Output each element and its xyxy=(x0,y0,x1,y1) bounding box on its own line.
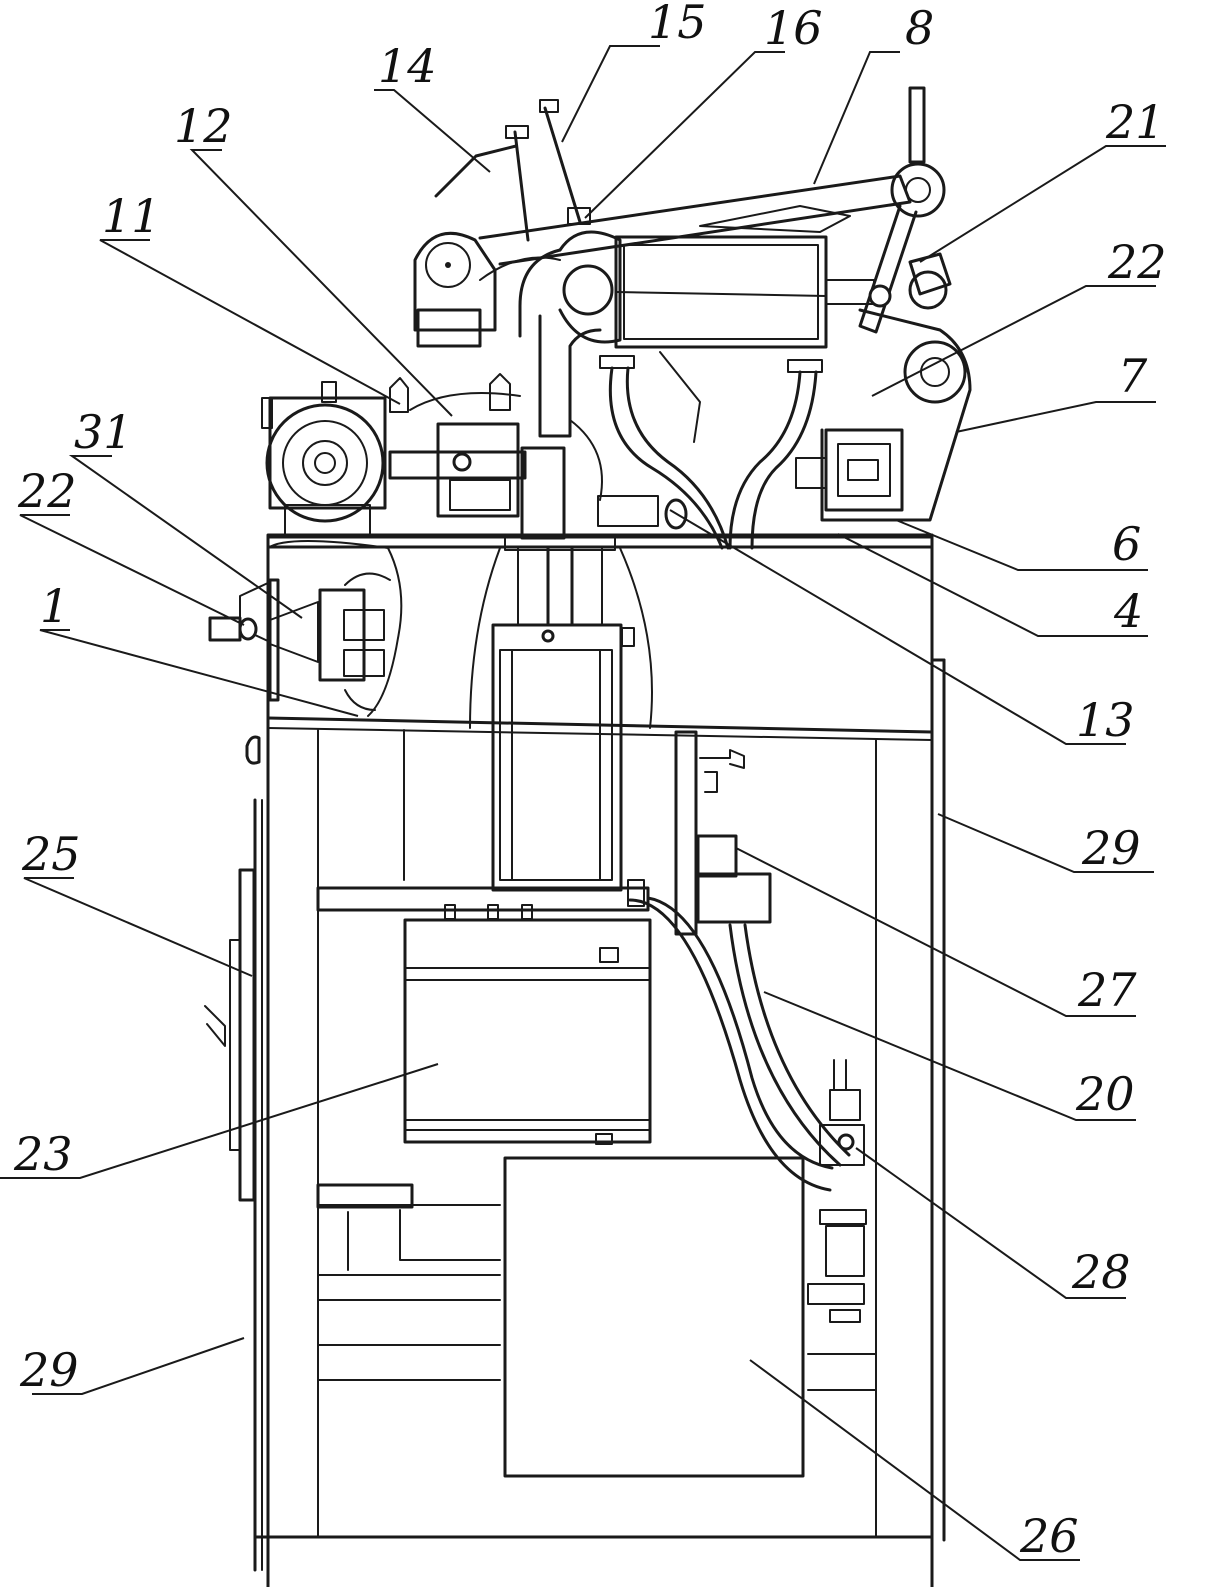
right-components xyxy=(674,730,877,1391)
label-20: 20 xyxy=(1075,1067,1135,1121)
label-13: 13 xyxy=(1076,693,1135,747)
part-labels: 14 15 16 8 21 12 11 22 7 31 22 6 4 1 13 … xyxy=(13,0,1167,1563)
horizontal-cylinder xyxy=(558,230,875,349)
label-4: 4 xyxy=(1113,584,1143,638)
label-8: 8 xyxy=(905,1,934,55)
label-7: 7 xyxy=(1118,349,1148,403)
right-pivot xyxy=(858,86,952,334)
vertical-arm xyxy=(518,248,603,501)
label-25: 25 xyxy=(21,827,81,881)
drive-wheel xyxy=(261,381,387,536)
lower-unit xyxy=(503,1156,805,1478)
label-22-top: 22 xyxy=(1107,235,1167,289)
vertical-cylinder xyxy=(491,546,635,892)
leader-lines xyxy=(0,45,1166,1561)
label-29-left: 29 xyxy=(19,1343,79,1397)
label-11: 11 xyxy=(102,189,161,243)
label-23: 23 xyxy=(13,1127,73,1181)
label-28: 28 xyxy=(1071,1245,1131,1299)
lower-shelves xyxy=(316,1183,501,1381)
cutaway-right xyxy=(619,547,653,729)
top-pins xyxy=(434,99,591,242)
label-27: 27 xyxy=(1077,963,1137,1017)
label-21: 21 xyxy=(1105,95,1165,149)
top-plate xyxy=(266,533,934,551)
label-15: 15 xyxy=(648,0,707,49)
cross-bar xyxy=(316,886,650,920)
label-16: 16 xyxy=(764,1,823,55)
right-frame-plate xyxy=(795,308,972,522)
cutaway-left xyxy=(469,547,501,729)
hoses-upper xyxy=(599,351,823,550)
label-31: 31 xyxy=(74,405,133,459)
left-roller-block xyxy=(413,231,561,348)
label-1: 1 xyxy=(40,579,69,633)
label-14: 14 xyxy=(378,39,437,93)
upper-lever xyxy=(478,174,912,266)
label-6: 6 xyxy=(1112,517,1141,571)
label-26: 26 xyxy=(1019,1509,1079,1563)
label-12: 12 xyxy=(174,99,233,153)
label-22-left: 22 xyxy=(17,464,77,518)
hoses-lower xyxy=(627,879,851,1192)
side-plate xyxy=(204,868,256,1202)
middle-unit xyxy=(403,918,652,1145)
label-29-right: 29 xyxy=(1081,821,1141,875)
side-valve-assembly xyxy=(208,540,403,717)
